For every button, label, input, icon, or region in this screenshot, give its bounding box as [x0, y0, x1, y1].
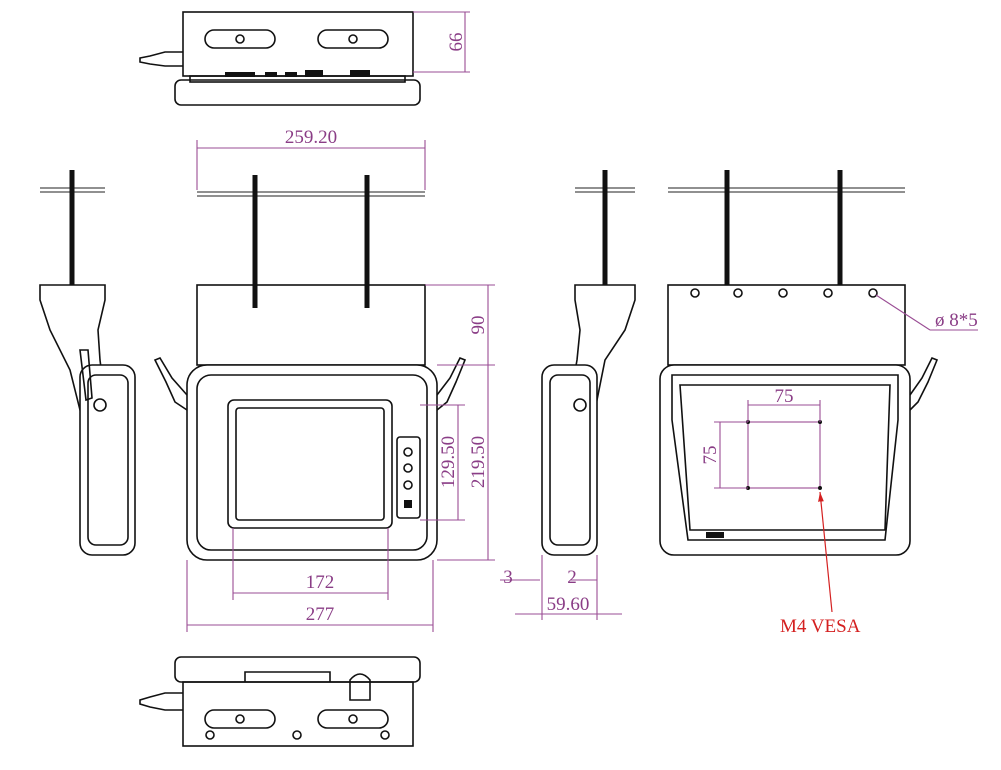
right-side-view: 3 2 59.60 [500, 170, 636, 620]
dim-bracket-height: 90 [468, 316, 489, 335]
dim-side-offset-right: 2 [567, 567, 577, 588]
dim-hole-spec: ø 8*5 [935, 310, 978, 331]
dim-top-depth: 66 [446, 33, 467, 52]
vesa-pattern [746, 420, 822, 490]
dim-total-width: 277 [306, 604, 335, 625]
dim-side-offset-left: 3 [503, 567, 513, 588]
back-view: 75 75 ø 8*5 M4 VESA [659, 170, 978, 637]
top-view: 66 [139, 11, 470, 106]
dim-bracket-width: 259.20 [285, 127, 337, 148]
dim-side-depth: 59.60 [547, 594, 590, 615]
dim-screen-height: 129.50 [438, 436, 459, 488]
bottom-view [139, 656, 421, 747]
vesa-callout: M4 VESA [780, 616, 861, 637]
dim-screen-width: 172 [306, 572, 335, 593]
front-view: 259.20 90 219.50 129.50 172 277 [153, 127, 495, 632]
dim-total-height: 219.50 [468, 436, 489, 488]
dim-vesa-horizontal: 75 [775, 386, 794, 407]
left-side-view [39, 170, 136, 556]
dim-vesa-vertical: 75 [700, 446, 721, 465]
